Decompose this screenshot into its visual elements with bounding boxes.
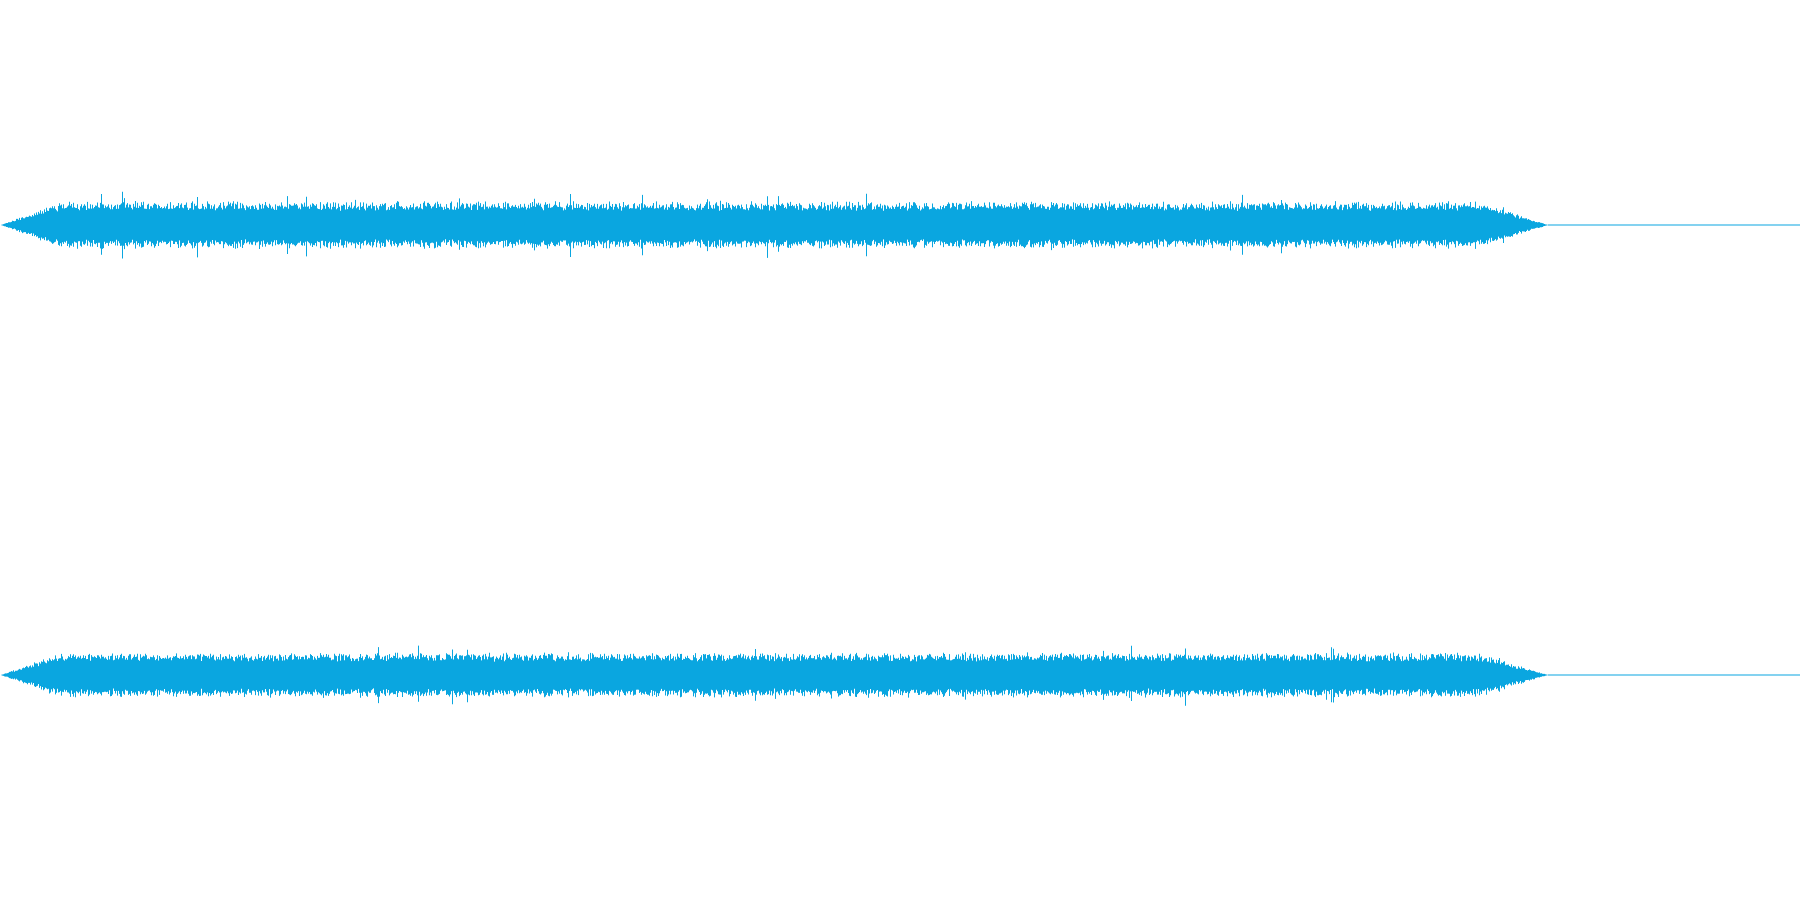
waveform-trace [1, 645, 1548, 706]
channel-right-waveform-svg [1, 645, 1800, 706]
channel-left-waveform [1, 191, 1800, 259]
channel-right-waveform [0, 450, 1800, 900]
channel-left-waveform-svg [1, 191, 1800, 259]
waveform-trace [1, 191, 1548, 259]
